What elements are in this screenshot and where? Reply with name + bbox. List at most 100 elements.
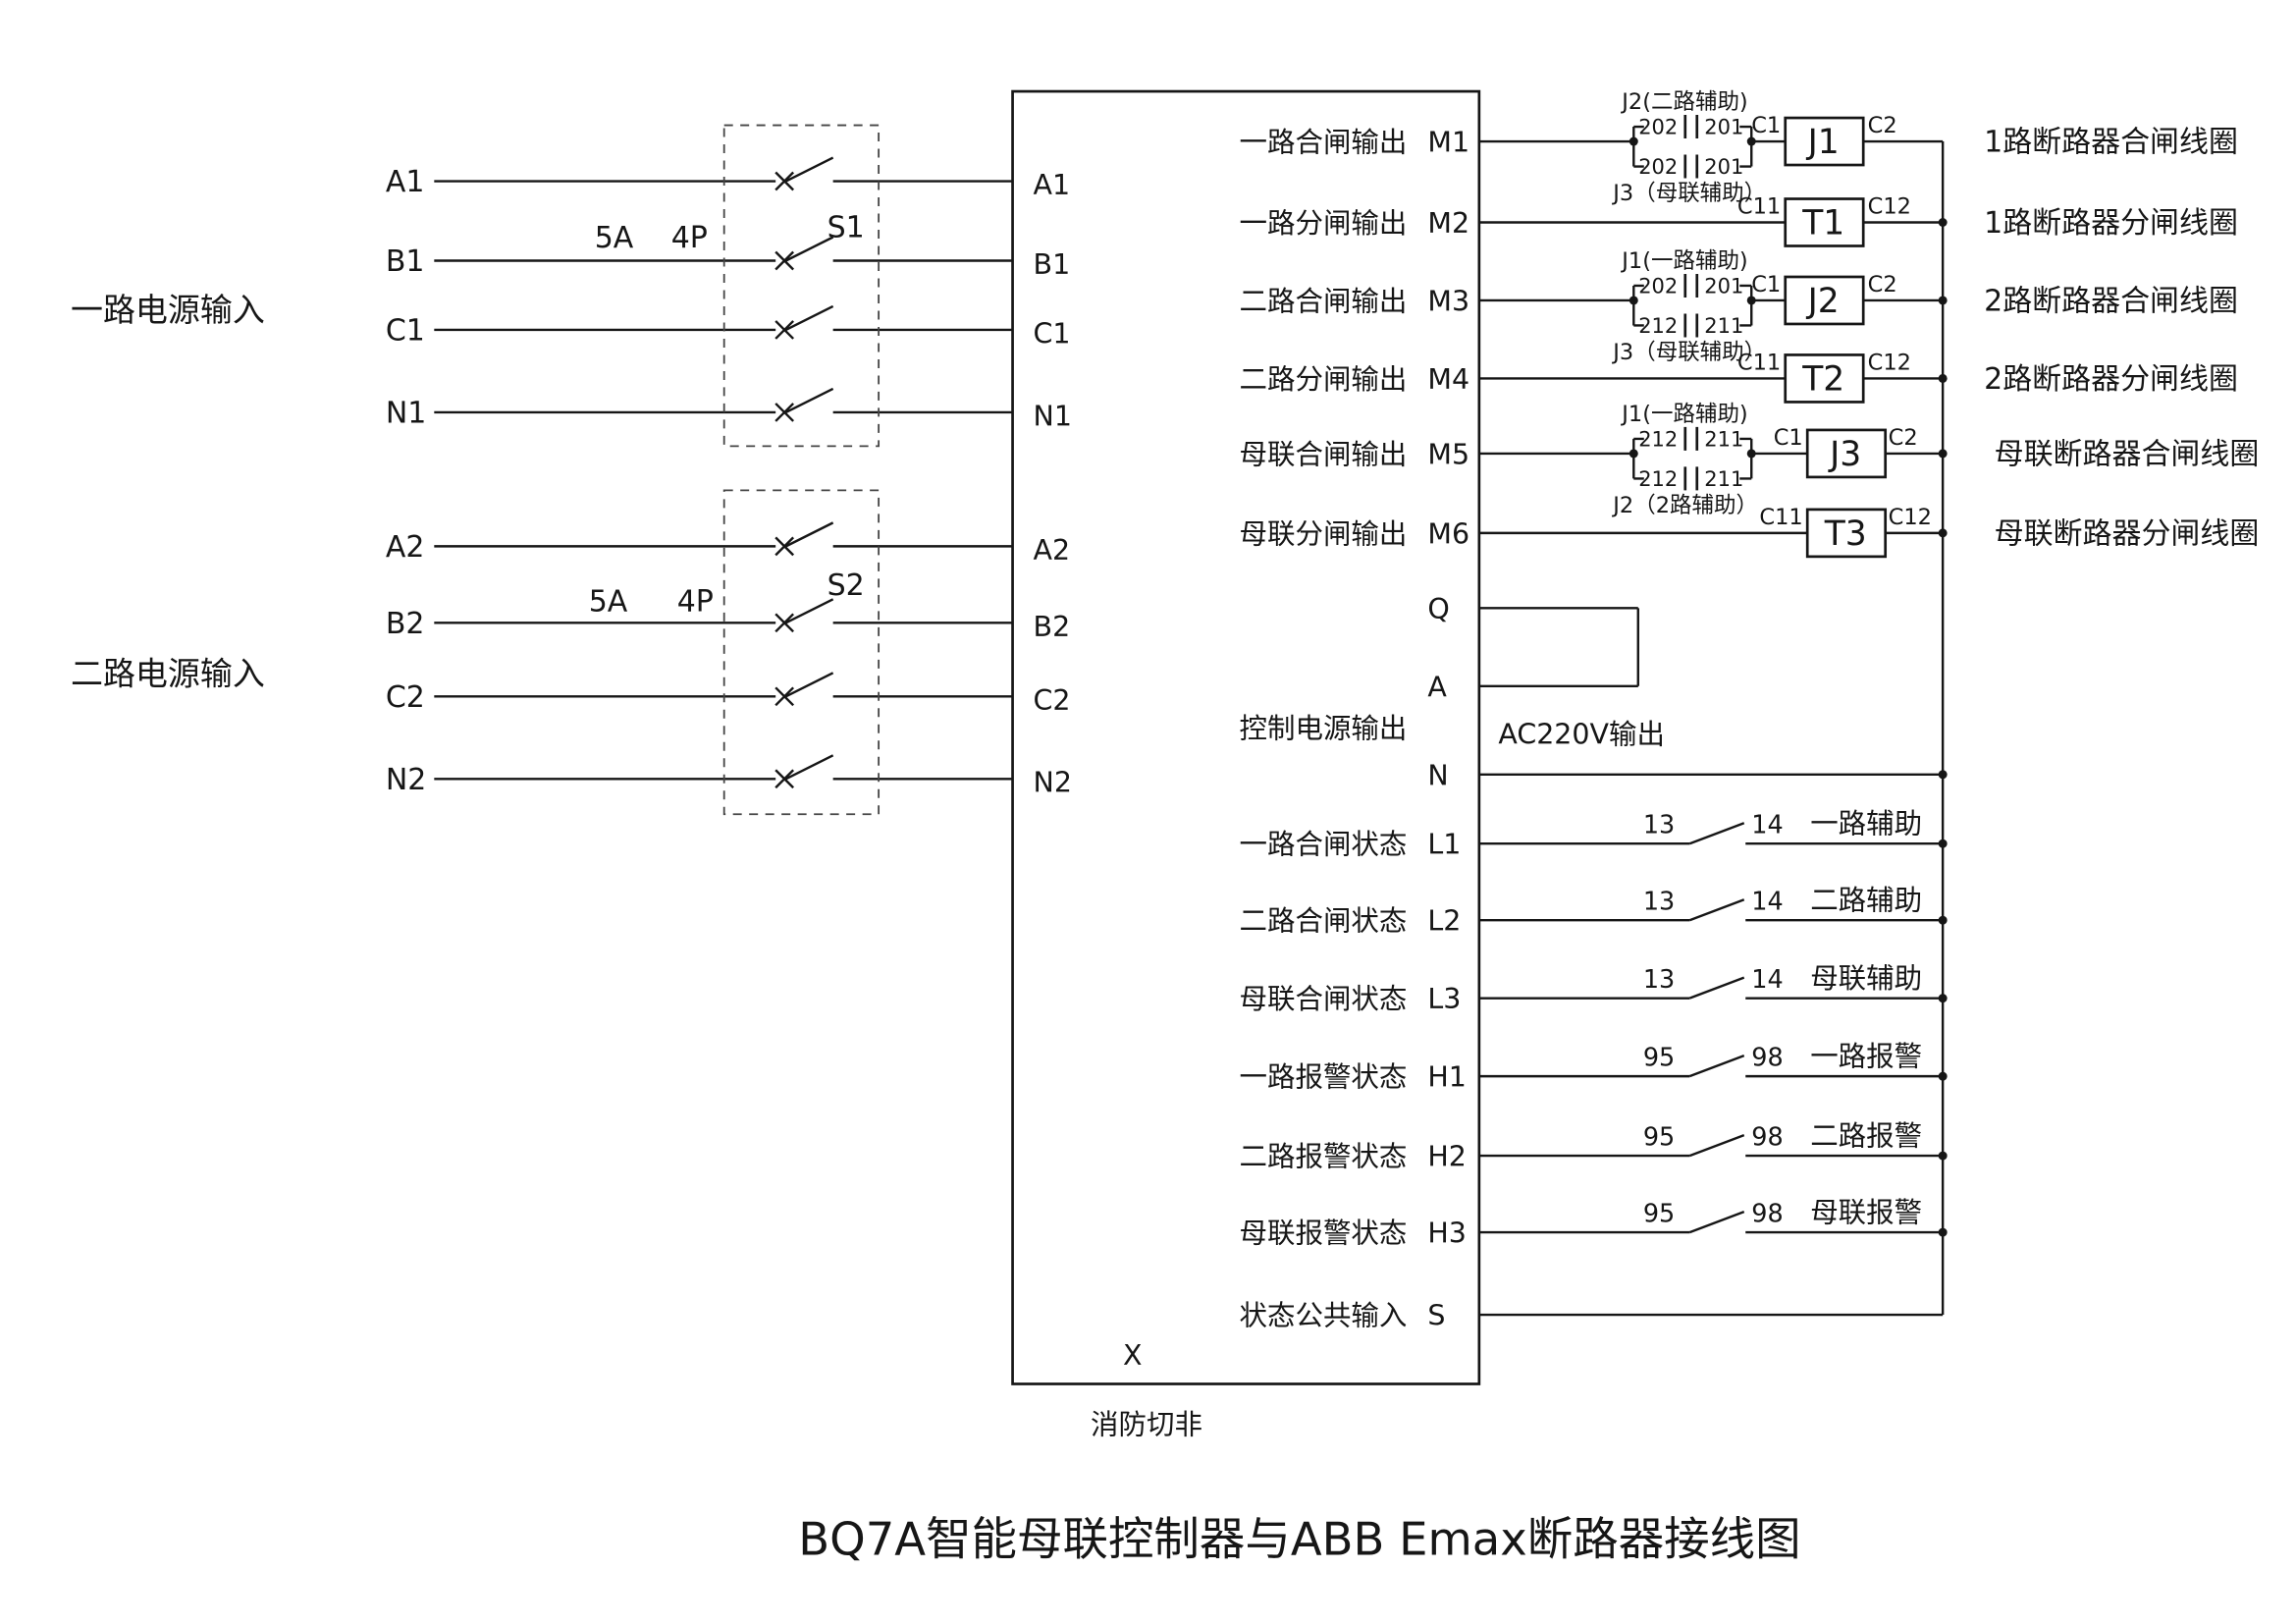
interlock2-top-right-num: 201 [1704,274,1743,298]
coil-box-j2 [1784,275,1865,326]
line-label-b1: B1 [386,244,425,279]
ctrl-pin-h1: H1 [1427,1061,1467,1094]
ctrl-pin-m5: M5 [1427,438,1469,470]
ctrl-pin-a: A [1427,671,1447,703]
ac220v-output-label: AC220V输出 [1498,718,1665,750]
interlock3-top-right-num: 211 [1704,427,1743,451]
ctrl-pin-s: S [1427,1300,1445,1332]
coil-j2-name: J2 [1806,282,1840,321]
breaker-1-poles: 4P [671,221,708,255]
breaker-x-marks [774,171,795,789]
aux3-label: 母联辅助 [1810,962,1922,995]
ctrl-pin-b1: B1 [1034,248,1071,281]
coil-t1-description: 1路断路器分闸线圈 [1984,206,2238,241]
alarm1-label: 一路报警 [1810,1041,1922,1073]
ctrl-pin-m3: M3 [1427,285,1469,317]
coil-j1-name: J1 [1806,123,1840,162]
aux3-right-num: 14 [1751,965,1783,995]
interlock3-bottom-left-num: 212 [1638,467,1678,491]
func-label-m4: 二路分闸输出 [1240,363,1408,396]
coil-t2-description: 2路断路器分闸线圈 [1984,362,2238,397]
alarm1-left-num: 95 [1643,1044,1675,1073]
func-label-s: 状态公共输入 [1240,1300,1408,1332]
ctrl-pin-m4: M4 [1427,363,1469,396]
func-label-h2: 二路报警状态 [1240,1141,1408,1173]
wires [434,125,1945,1317]
alarm3-label: 母联报警 [1810,1197,1922,1229]
interlock1-bottom-label: J3（母联辅助） [1611,181,1766,206]
coil-j2-right-terminal: C2 [1868,272,1897,298]
ctrl-pin-l2: L2 [1427,905,1461,938]
func-label-m6: 母联分闸输出 [1240,517,1408,550]
coil-box-t1 [1784,197,1865,247]
coil-box-j3 [1805,428,1888,479]
coil-box-t3 [1805,508,1888,559]
ctrl-pin-m2: M2 [1427,207,1469,240]
func-label-m1: 一路合闸输出 [1240,127,1408,159]
ctrl-pin-m6: M6 [1427,517,1469,550]
line-label-b2: B2 [386,607,425,641]
coil-t3-left-terminal: C11 [1759,505,1802,530]
breaker-1-rating: 5A [595,221,634,255]
controller-box [1011,89,1481,1385]
func-label-l3: 母联合闸状态 [1240,983,1408,1015]
interlock3-top-label: J1(一路辅助) [1620,402,1747,427]
aux2-label: 二路辅助 [1810,885,1922,917]
coil-t3-name: T3 [1824,514,1867,554]
ctrl-pin-c1: C1 [1034,317,1071,350]
alarm2-label: 二路报警 [1810,1120,1922,1153]
coil-t2-name: T2 [1801,359,1844,399]
coil-t3-description: 母联断路器分闸线圈 [1995,516,2260,551]
ctrl-pin-m1: M1 [1427,127,1469,159]
coil-t1-name: T1 [1801,204,1844,244]
interlock2-bottom-label: J3（母联辅助） [1611,340,1766,365]
interlock1-bottom-right-num: 201 [1704,155,1743,179]
coil-t2-right-terminal: C12 [1868,350,1911,375]
func-label-h3: 母联报警状态 [1240,1218,1408,1250]
interlock3-bottom-right-num: 211 [1704,467,1743,491]
coil-t3-right-terminal: C12 [1889,505,1932,530]
coil-j3-right-terminal: C2 [1889,425,1918,451]
line-label-n2: N2 [386,763,427,797]
line-label-c2: C2 [386,680,425,715]
ctrl-pin-q: Q [1427,593,1449,625]
power-input-2-label: 二路电源输入 [71,654,265,692]
switch-blades [785,156,834,781]
ctrl-pin-l3: L3 [1427,983,1461,1015]
interlock2-bottom-right-num: 211 [1704,314,1743,338]
func-label-h1: 一路报警状态 [1240,1061,1408,1094]
aux2-left-num: 13 [1643,888,1675,917]
coil-t1-right-terminal: C12 [1868,194,1911,220]
fire-cutoff-label: 消防切非 [1091,1408,1202,1440]
breaker-s1-outline [722,124,881,448]
ctrl-pin-h3: H3 [1427,1218,1467,1250]
coil-t2-left-terminal: C11 [1737,350,1781,375]
interlock2-bottom-left-num: 212 [1638,314,1678,338]
func-label-m2: 一路分闸输出 [1240,207,1408,240]
interlock1-bottom-left-num: 202 [1638,155,1678,179]
coil-box-j1 [1784,116,1865,167]
aux1-label: 一路辅助 [1810,808,1922,840]
line-label-a2: A2 [386,530,425,565]
aux1-right-num: 14 [1751,811,1783,840]
interlock1-top-label: J2(二路辅助) [1620,89,1747,115]
ctrl-pin-h2: H2 [1427,1141,1467,1173]
coil-t1-left-terminal: C11 [1737,194,1781,220]
line-label-c1: C1 [386,313,425,348]
aux3-left-num: 13 [1643,965,1675,995]
coil-j3-name: J3 [1828,435,1861,474]
coil-j3-left-terminal: C1 [1774,425,1803,451]
aux1-left-num: 13 [1643,811,1675,840]
switch-s1-label: S1 [828,211,865,245]
ctrl-pin-c2: C2 [1034,684,1071,717]
control-power-label: 控制电源输出 [1240,712,1408,744]
func-label-l1: 一路合闸状态 [1240,829,1408,861]
coil-j3-description: 母联断路器合闸线圈 [1995,437,2260,471]
interlock1-top-right-num: 201 [1704,116,1743,139]
alarm3-left-num: 95 [1643,1200,1675,1229]
interlock3-bottom-label: J2（2路辅助） [1611,493,1758,518]
coil-j1-right-terminal: C2 [1868,113,1897,138]
coil-j2-description: 2路断路器合闸线圈 [1984,284,2238,318]
ctrl-pin-a2: A2 [1034,534,1071,567]
